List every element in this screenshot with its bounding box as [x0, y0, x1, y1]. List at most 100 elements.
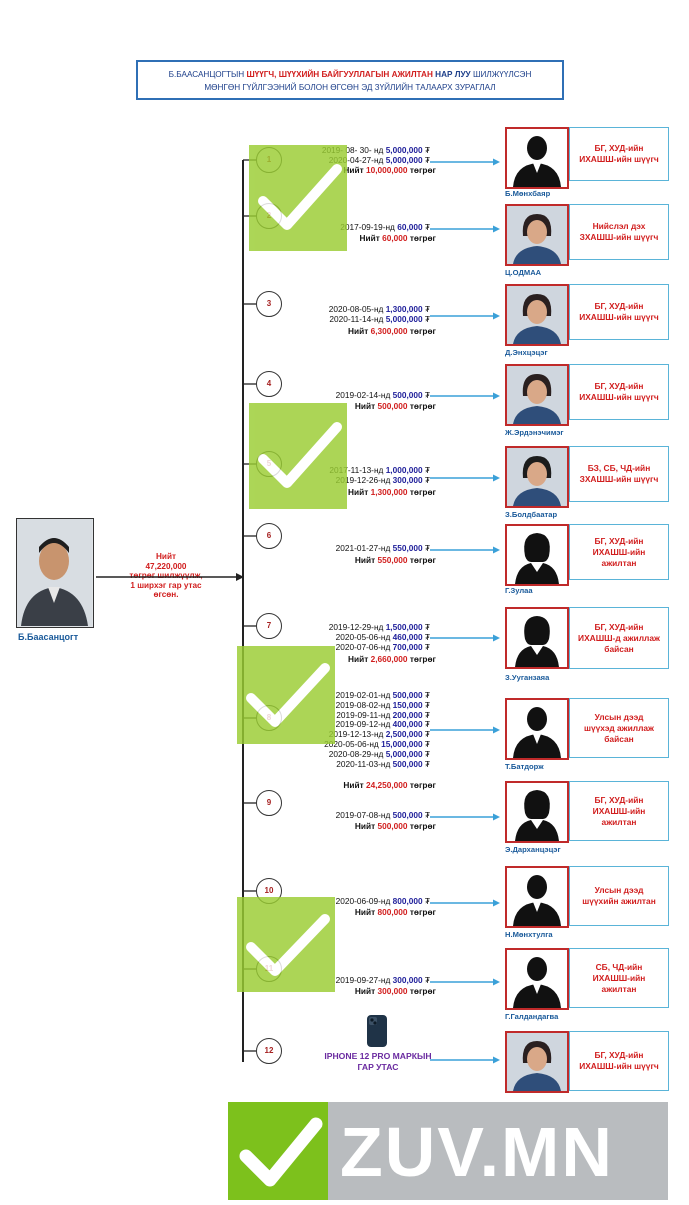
person-photo-icon	[507, 206, 567, 264]
recipient-name: З.Болдбаатар	[505, 510, 558, 519]
transaction-line: 2020-06-09-нд 800,000 ₮	[335, 896, 430, 907]
transaction-total: Нийт 550,000 төгрөг	[355, 555, 436, 566]
tx-date: 2020-05-06-нд	[335, 631, 391, 642]
total-line: Нийт 300,000 төгрөг	[355, 986, 436, 996]
tx-amount: 300,000	[392, 975, 423, 985]
transaction-line: 2019-09-11-нд 200,000 ₮	[324, 710, 430, 721]
tx-currency: ₮	[424, 975, 430, 985]
recipient-name: З.Ууганзаяа	[505, 673, 550, 682]
recipient-name: Г.Зулаа	[505, 586, 533, 595]
transaction-total: Нийт 6,300,000 төгрөг	[348, 326, 436, 337]
total-suffix: төгрөг	[409, 654, 436, 664]
total-amount: 800,000	[377, 907, 408, 917]
tx-currency: ₮	[424, 145, 430, 155]
total-suffix: төгрөг	[409, 780, 436, 790]
transaction-list: 2019-07-08-нд 500,000 ₮	[335, 810, 430, 821]
transaction-total: Нийт 1,300,000 төгрөг	[348, 487, 436, 498]
male-silhouette-icon	[507, 950, 567, 1008]
total-line: Нийт 2,660,000 төгрөг	[348, 654, 436, 664]
total-prefix: Нийт	[348, 654, 369, 664]
role-line: байсан	[604, 643, 634, 654]
transaction-total: Нийт 500,000 төгрөг	[355, 401, 436, 412]
tx-amount: 5,000,000	[385, 313, 423, 324]
total-line: Нийт 1,300,000 төгрөг	[348, 487, 436, 497]
recipient-photo	[505, 284, 569, 346]
recipient-name: Г.Галдандагва	[505, 1012, 559, 1021]
tx-date: 2019- 08- 30- нд	[321, 145, 384, 155]
recipient-photo	[505, 607, 569, 669]
tx-date: 2019-12-13-нд	[328, 729, 384, 740]
total-prefix: Нийт	[359, 233, 380, 243]
transaction-list: 2019-02-01-нд 500,000 ₮2019-08-02-нд 150…	[324, 690, 430, 769]
tx-date: 2017-09-19-нд	[340, 222, 395, 232]
total-suffix: төгрөг	[409, 487, 436, 497]
phone-label-line: ГАР УТАС	[357, 1062, 399, 1072]
tx-date: 2020-06-09-нд	[335, 896, 391, 906]
tx-amount: 300,000	[392, 474, 423, 485]
role-line: ИХАШШ-ийн	[592, 805, 646, 816]
role-line: ЗХАШШ-ийн шүүгч	[579, 232, 659, 242]
total-amount: 24,250,000	[365, 780, 408, 790]
tx-date: 2019-07-08-нд	[335, 810, 391, 820]
tx-amount: 1,500,000	[385, 622, 423, 632]
female-silhouette-icon	[507, 526, 567, 584]
recipient-name: Ц.ОДМАА	[505, 268, 542, 277]
total-line: Нийт 550,000 төгрөг	[355, 555, 436, 565]
tx-amount: 5,000,000	[385, 748, 423, 759]
transaction-list: 2017-09-19-нд 60,000 ₮	[340, 222, 430, 233]
transaction-total: Нийт 10,000,000 төгрөг	[343, 165, 436, 176]
tx-currency: ₮	[424, 313, 430, 324]
recipient-name: Т.Батдорж	[505, 762, 544, 771]
transaction-total: Нийт 24,250,000 төгрөг	[343, 780, 436, 791]
transaction-total: Нийт 500,000 төгрөг	[355, 821, 436, 832]
tx-currency: ₮	[424, 810, 430, 820]
recipient-number: 3	[256, 291, 282, 317]
recipient-photo	[505, 204, 569, 266]
total-amount: 300,000	[377, 986, 408, 996]
role-line: СБ, ЧД-ийн	[595, 961, 643, 972]
recipient-photo	[505, 698, 569, 760]
transaction-line: 2020-08-05-нд 1,300,000 ₮	[328, 304, 430, 315]
tx-currency: ₮	[424, 543, 430, 553]
total-suffix: төгрөг	[409, 401, 436, 411]
transaction-line: 2019-12-13-нд 2,500,000 ₮	[324, 729, 430, 740]
recipient-number: 9	[256, 790, 282, 816]
tx-amount: 400,000	[392, 719, 423, 730]
transaction-line: 2020-11-14-нд 5,000,000 ₮	[329, 313, 430, 325]
tx-date: 2020-08-29-нд	[328, 748, 384, 759]
transaction-line: 2019-12-26-нд 300,000 ₮	[329, 474, 430, 486]
tx-date: 2021-01-27-нд	[335, 543, 391, 553]
transaction-list: 2020-06-09-нд 800,000 ₮	[335, 896, 430, 907]
total-suffix: төгрөг	[409, 555, 436, 565]
transaction-total: Нийт 60,000 төгрөг	[359, 233, 436, 244]
role-line: шүүхийн ажилтан	[582, 896, 656, 906]
tx-date: 2020-08-05-нд	[328, 304, 384, 314]
recipient-photo	[505, 781, 569, 843]
arrow-head	[493, 634, 500, 642]
total-suffix: төгрөг	[409, 821, 436, 831]
tx-currency: ₮	[424, 222, 430, 232]
transaction-line: 2019-02-01-нд 500,000 ₮	[324, 690, 430, 701]
transaction-list: 2017-11-13-нд 1,000,000 ₮2019-12-26-нд 3…	[329, 465, 430, 486]
total-amount: 1,300,000	[370, 487, 408, 497]
arrow-head	[493, 813, 500, 821]
tx-date: 2019-09-12-нд	[335, 719, 391, 730]
checkmark-icon	[246, 914, 330, 976]
total-amount: 500,000	[377, 821, 408, 831]
transaction-line: 2021-01-27-нд 550,000 ₮	[335, 543, 430, 554]
female-silhouette-icon	[507, 609, 567, 667]
role-line: Нийслэл дэх	[592, 221, 646, 231]
tx-amount: 5,000,000	[385, 145, 423, 155]
role-line: БГ, ХУД-ийн	[594, 143, 644, 153]
total-prefix: Нийт	[354, 555, 376, 565]
